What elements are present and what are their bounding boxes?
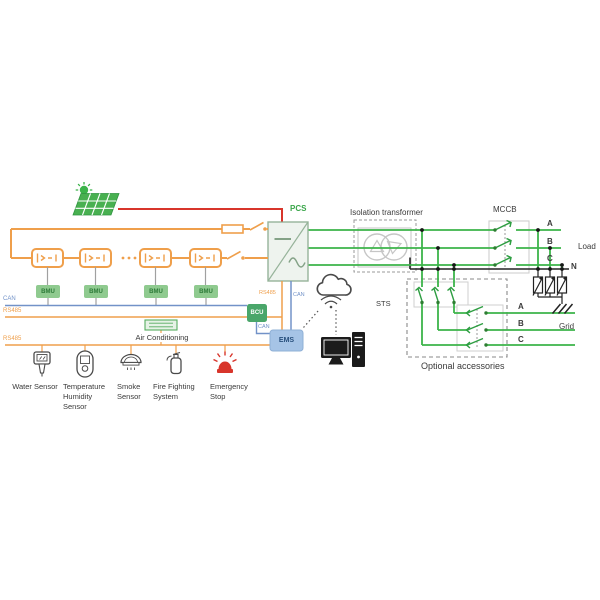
pcs-converter-icon	[267, 221, 309, 282]
emergency-stop-icon	[213, 351, 237, 373]
battery-modules	[31, 248, 222, 268]
grid-phase-a-label: A	[518, 302, 524, 311]
bmu-label-4: BMU	[199, 288, 213, 295]
air-conditioning-label: Air Conditioning	[124, 332, 200, 342]
neutral-label: N	[571, 262, 577, 271]
pcs-rs485-label: RS485	[259, 290, 276, 296]
smoke-sensor-icon	[120, 353, 142, 370]
fire-fighting-system-icon	[166, 351, 182, 375]
sensor-rs485-label: RS485	[3, 336, 22, 342]
load-label: Load	[578, 242, 596, 251]
bcu-box	[247, 304, 267, 322]
junction-dots	[420, 228, 564, 271]
cloud-icon	[316, 273, 352, 296]
bmu-label-3: BMU	[149, 288, 163, 295]
grid-phase-b-label: B	[518, 319, 524, 328]
wifi-icon	[320, 295, 342, 309]
temperature-humidity-sensor-label: Temperature Humidity Sensor	[63, 382, 106, 411]
bcu-ems-link	[255, 322, 270, 335]
spd-surge-arresters	[532, 269, 568, 304]
sensor-drop-lines	[41, 330, 226, 355]
pcs-label: PCS	[290, 204, 307, 213]
dc-battery-loop	[10, 221, 268, 260]
can-bus-label: CAN	[3, 296, 16, 302]
optional-accessories-label: Optional accessories	[421, 361, 505, 371]
temperature-humidity-sensor-icon	[76, 350, 94, 378]
emergency-stop-label: Emergency Stop	[210, 382, 248, 401]
bcu-can-label: CAN	[258, 324, 270, 330]
bcu-label: BCU	[250, 310, 264, 316]
water-sensor-label: Water Sensor	[12, 382, 58, 391]
pcs-can-label: CAN	[293, 292, 305, 298]
water-sensor-icon	[33, 351, 51, 377]
sts-switches	[415, 286, 456, 305]
bmu-boxes	[36, 285, 218, 298]
pv-dc-line	[118, 208, 283, 222]
ems-box	[269, 329, 304, 352]
wireless-dotted-links	[303, 310, 337, 335]
isolation-transformer-label: Isolation transformer	[350, 208, 423, 217]
sts-label: STS	[376, 299, 391, 308]
fire-fighting-system-label: Fire Fighting System	[153, 382, 195, 401]
air-conditioning-icon	[144, 319, 178, 331]
bmu-label-2: BMU	[89, 288, 103, 295]
grid-label: Grid	[559, 322, 575, 331]
bmu-connector-lines	[46, 267, 207, 305]
ac-phase-lines	[308, 229, 575, 346]
grid-transfer-switches	[465, 305, 488, 349]
load-phase-c-label: C	[547, 254, 553, 263]
grid-phase-c-label: C	[518, 335, 524, 344]
rs485-bus-label: RS485	[3, 308, 22, 314]
smoke-sensor-label: Smoke Sensor	[117, 382, 141, 401]
mccb-label: MCCB	[493, 205, 517, 214]
computer-icon	[321, 332, 365, 367]
solar-panel-icon	[72, 182, 120, 216]
mccb-switches	[493, 219, 512, 267]
load-phase-a-label: A	[547, 219, 553, 228]
bmu-label-1: BMU	[41, 288, 55, 295]
ems-label: EMS	[278, 337, 295, 344]
load-phase-b-label: B	[547, 237, 553, 246]
ground-icon	[551, 303, 574, 314]
